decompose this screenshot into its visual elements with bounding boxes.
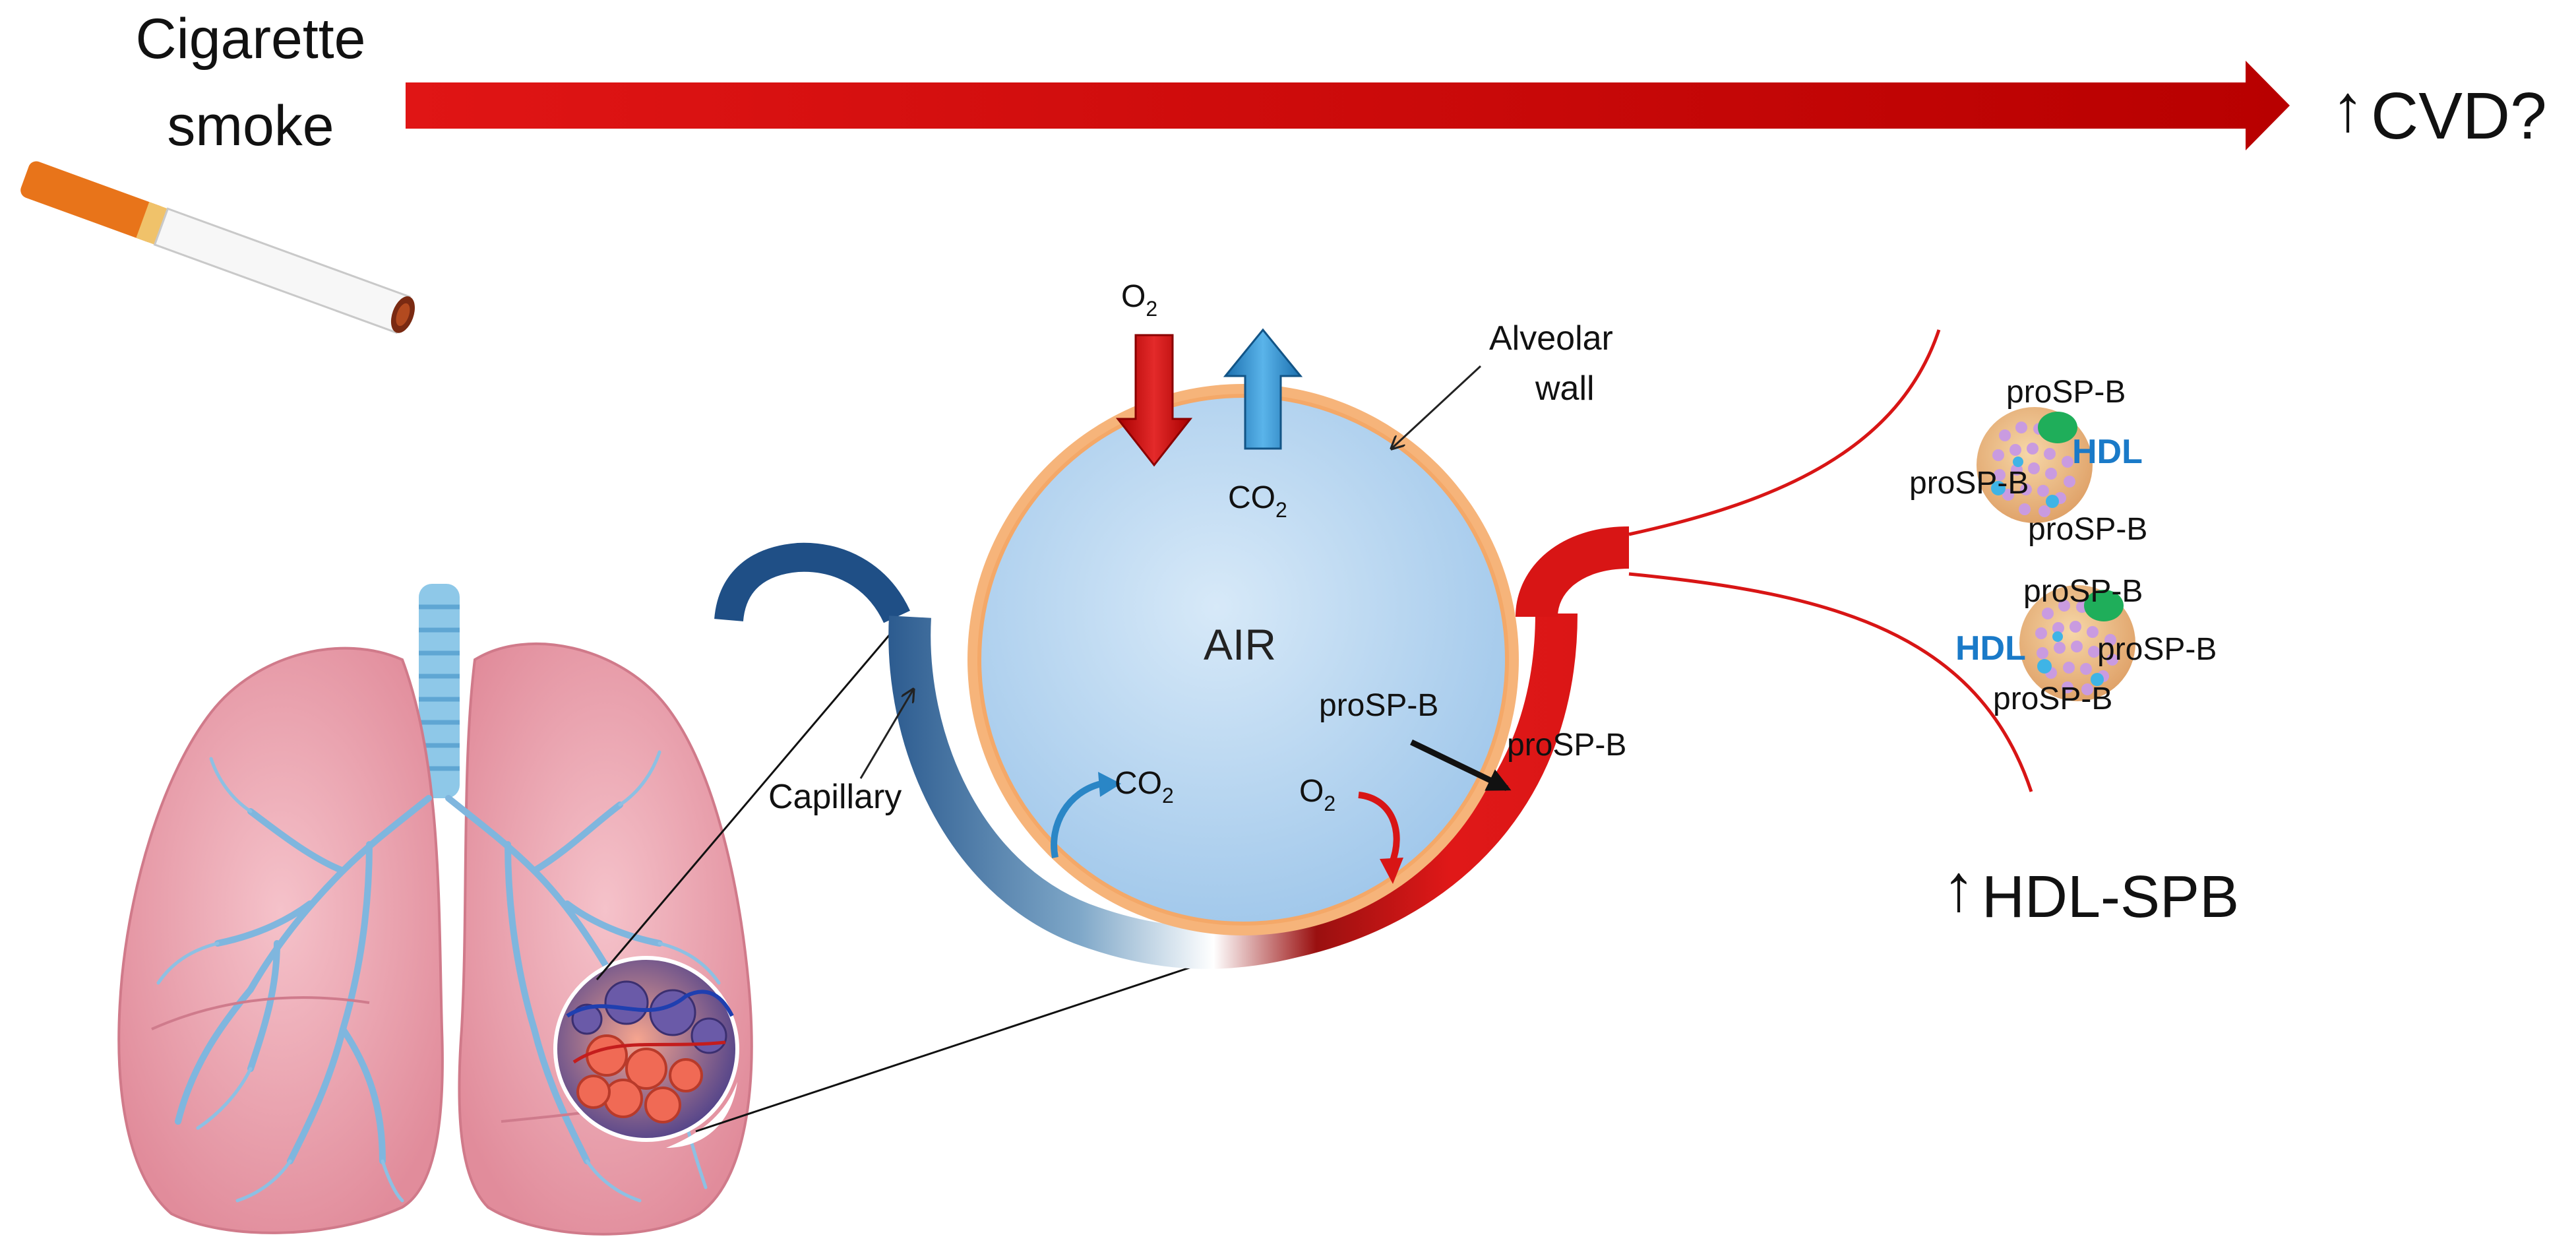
prosp-b-outside-label: proSP-B xyxy=(1507,728,1626,763)
cigarette-smoke-label-line2: smoke xyxy=(167,94,334,158)
hdl-particle-1-prosp-b-left: proSP-B xyxy=(1909,466,2029,501)
o2-in-arrow xyxy=(1115,334,1193,467)
vessel-wall-lower xyxy=(1628,572,2033,792)
hdl-particle-1-hdl-label: HDL xyxy=(2072,433,2143,471)
hdl-particle-2-prosp-b-top: proSP-B xyxy=(2023,574,2143,609)
air-label: AIR xyxy=(1204,620,1276,669)
co2-out-arrow xyxy=(1223,328,1303,450)
hdl-particle-1-prosp-b-blob xyxy=(2038,412,2077,443)
left-lung xyxy=(458,642,753,1236)
zoom-line-top xyxy=(596,629,895,980)
hdl-particle-2: HDL proSP-B proSP-B proSP-B xyxy=(1955,574,2217,716)
hdl-particle-2-prosp-b-bottom: proSP-B xyxy=(1993,681,2112,716)
smoke-to-cvd-arrow xyxy=(406,61,2290,150)
lungs-illustration xyxy=(117,584,753,1236)
capillary-label: Capillary xyxy=(768,778,902,816)
o2-exchange-arrow xyxy=(1358,792,1400,866)
o2-in-label: O2 xyxy=(1121,279,1157,321)
co2-out-label: CO2 xyxy=(1228,480,1287,522)
cvd-outcome-label: CVD? xyxy=(2371,79,2547,153)
cigarette-smoke-label-line1: Cigarette xyxy=(136,7,366,71)
o2-exchange-label: O2 xyxy=(1299,774,1335,815)
hdl-particle-2-prosp-b-blob xyxy=(2084,590,2124,621)
capillary-pointer xyxy=(859,689,913,779)
co2-exchange-arrowhead xyxy=(1098,772,1121,797)
alveolar-wall-pointer xyxy=(1392,365,1482,449)
capillary-vessel xyxy=(888,613,1578,969)
hdl-particle-1: HDL proSP-B proSP-B proSP-B xyxy=(1909,375,2147,547)
alveoli-zoom-icon xyxy=(553,956,739,1148)
hdl-particle-2-prosp-b-right: proSP-B xyxy=(2097,632,2217,667)
cvd-up-arrow-symbol: ↑ xyxy=(2331,71,2364,145)
hdl-spb-up-arrow-symbol: ↑ xyxy=(1942,851,1975,925)
alveolar-wall-label-line1: Alveolar xyxy=(1489,319,1613,358)
zoom-line-bottom xyxy=(695,949,1244,1133)
vessel-wall-upper xyxy=(1628,329,1941,536)
cigarette-icon xyxy=(20,161,415,334)
hdl-particle-2-hdl-label: HDL xyxy=(1955,629,2026,668)
prosp-b-inside-label: proSP-B xyxy=(1319,688,1438,723)
co2-exchange-arrow xyxy=(1051,780,1103,858)
hdl-particle-1-prosp-b-top: proSP-B xyxy=(2006,375,2126,410)
alveolar-wall-label-line2: wall xyxy=(1535,369,1595,408)
prosp-b-transfer-arrow xyxy=(1410,739,1512,792)
hdl-spb-result-label: HDL-SPB xyxy=(1982,864,2239,930)
capillary-venous-hook xyxy=(714,542,910,623)
co2-exchange-label: CO2 xyxy=(1115,766,1174,807)
hdl-particle-1-prosp-b-bottom: proSP-B xyxy=(2028,512,2147,547)
o2-exchange-arrowhead xyxy=(1380,858,1403,884)
capillary-arterial-stub xyxy=(1516,526,1630,618)
alveolus-air-sac xyxy=(977,394,1509,926)
